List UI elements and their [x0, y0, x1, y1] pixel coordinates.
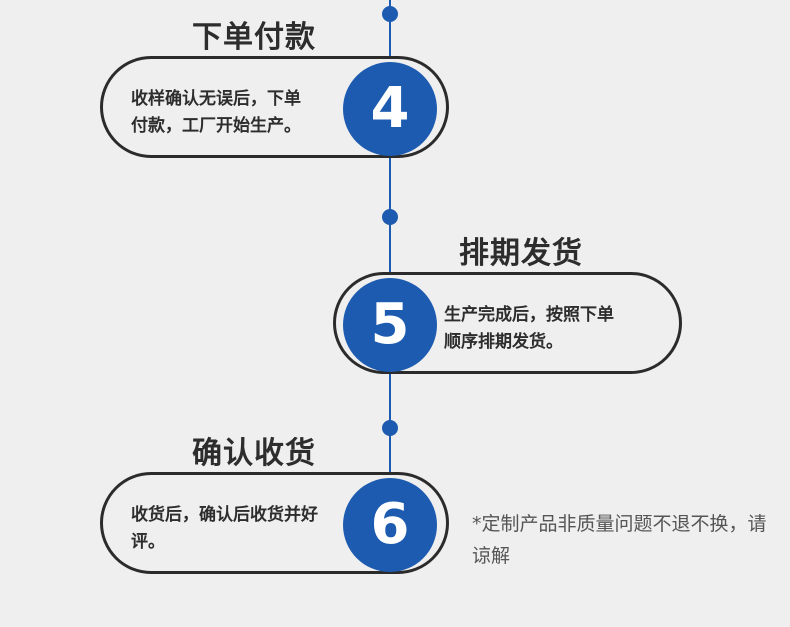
step-description-line: 收货后，确认后收货并好 [131, 505, 318, 525]
step-description: 生产完成后，按照下单 顺序排期发货。 [444, 302, 614, 356]
step-description: 收样确认无误后，下单 付款，工厂开始生产。 [131, 86, 301, 140]
step-number-badge: 6 [343, 478, 437, 572]
step-number-badge: 5 [343, 278, 437, 372]
step-description-line: 生产完成后，按照下单 [444, 305, 614, 325]
step-title: 下单付款 [192, 20, 316, 55]
step-description: 收货后，确认后收货并好 评。 [131, 502, 318, 556]
step-description-line: 收样确认无误后，下单 [131, 89, 301, 109]
disclaimer-note: *定制产品非质量问题不退不换，请谅解 [472, 513, 767, 567]
step-number-badge: 4 [343, 62, 437, 156]
timeline-dot [382, 209, 398, 225]
step-title: 确认收货 [192, 436, 316, 471]
timeline-line [389, 0, 391, 472]
timeline-dot [382, 420, 398, 436]
step-description-line: 顺序排期发货。 [444, 332, 563, 352]
step-description-line: 付款，工厂开始生产。 [131, 116, 301, 136]
step-title: 排期发货 [459, 236, 583, 271]
step-description-line: 评。 [131, 532, 165, 552]
timeline-dot [382, 6, 398, 22]
